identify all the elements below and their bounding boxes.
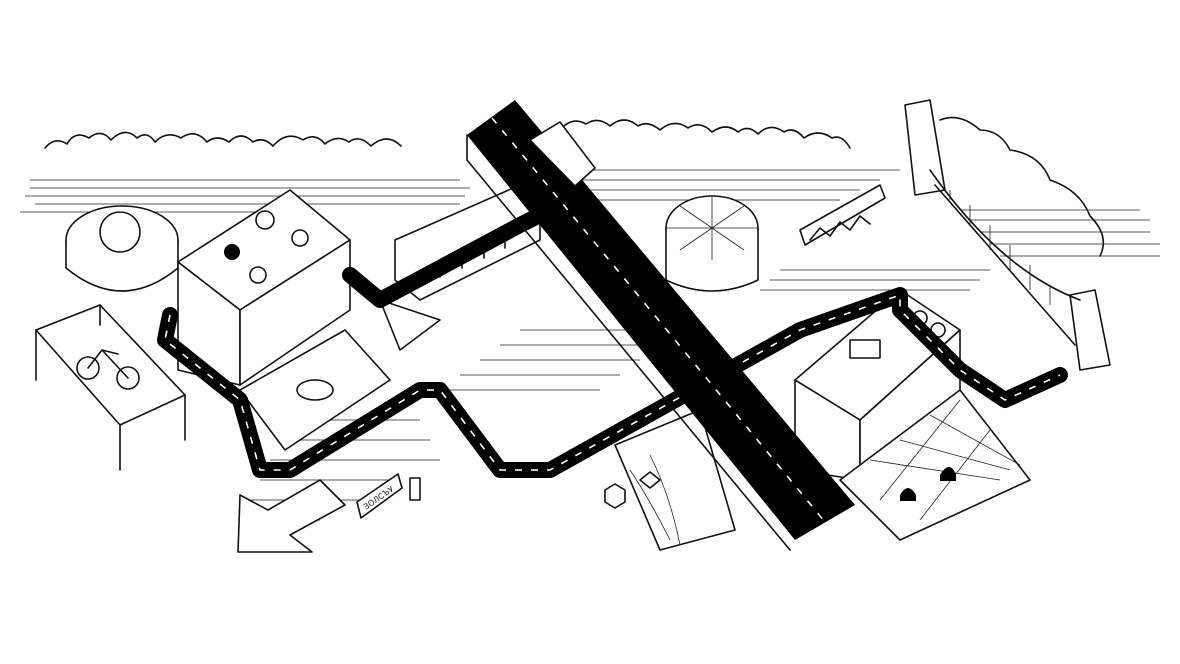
cliff-block (604, 409, 736, 551)
suspension-bridge (904, 99, 1111, 371)
street-sign: ЗОЛСЪУ (356, 473, 421, 519)
treeline (20, 116, 1160, 257)
arrow (237, 479, 346, 553)
ping-pong-table (35, 304, 186, 471)
basketball-court (239, 329, 391, 451)
railway-bridge (799, 184, 886, 246)
storage-tank (665, 195, 759, 292)
bicycle-icon (76, 349, 140, 390)
row-houses (379, 184, 541, 351)
bus-icon (529, 121, 596, 187)
highway (466, 100, 855, 551)
dome-building (65, 205, 179, 292)
chess-floor (839, 389, 1031, 541)
road (157, 207, 1068, 478)
